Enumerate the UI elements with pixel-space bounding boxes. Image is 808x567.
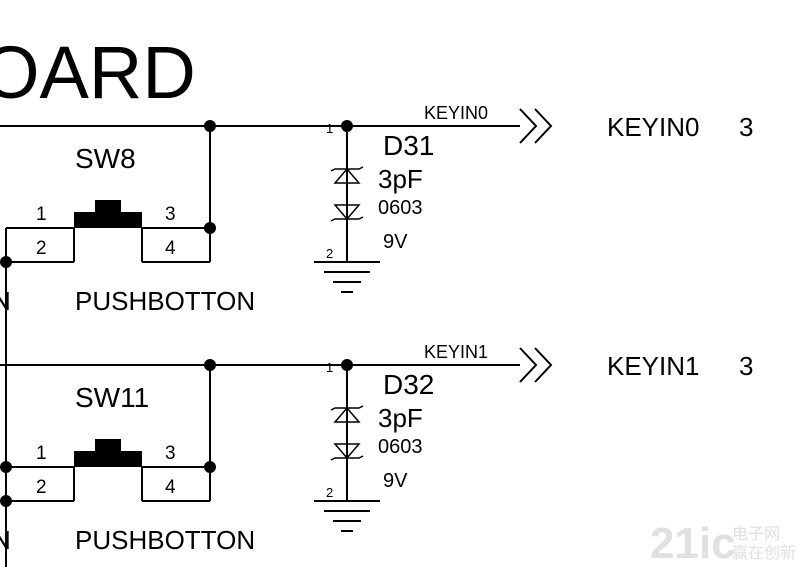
tvs-diode-lower [333, 204, 361, 221]
port-arrow-icon [519, 108, 538, 144]
port-sheet-number: 3 [739, 112, 753, 142]
diode-reference: D32 [383, 369, 434, 400]
tvs-diode-upper [333, 167, 361, 184]
diode-capacitance: 3pF [378, 403, 423, 433]
net-label: KEYIN0 [424, 103, 488, 123]
diode-package: 0603 [378, 436, 423, 458]
pin-label-4: 4 [165, 238, 176, 259]
pin-label-2: 2 [36, 238, 47, 259]
junction-dot [0, 461, 12, 473]
port-arrow-icon [519, 347, 538, 383]
diode-package: 0603 [378, 197, 423, 219]
diode-voltage: 9V [383, 231, 408, 253]
net-label: KEYIN1 [424, 342, 488, 362]
diode-reference: D31 [383, 130, 434, 161]
diode-capacitance: 3pF [378, 164, 423, 194]
junction-dot [0, 495, 12, 507]
switch-value: PUSHBOTTON [75, 525, 255, 555]
tvs-diode-bar [330, 216, 364, 222]
tvs-diode-bar [330, 455, 364, 461]
diode-pin-1: 1 [326, 360, 333, 375]
watermark-logo: 21ic 电子网 赢在创新 [650, 519, 796, 567]
junction-dot [0, 256, 12, 268]
port-arrow-icon [534, 347, 553, 383]
pushbutton-cap [95, 439, 121, 453]
circuit-keyin1: 1 2 3 4 SW11 PUSHBOTTON N 1 2 D32 3pF 06… [0, 342, 753, 555]
port-label: KEYIN0 [607, 112, 700, 142]
circuit-keyin0: 1 2 3 4 SW8 PUSHBOTTON N 1 2 D31 3pF 060… [0, 103, 753, 316]
switch-value: PUSHBOTTON [75, 286, 255, 316]
schematic-title: OARD [0, 31, 196, 114]
watermark-logo-text: 21ic [650, 519, 736, 567]
cut-off-label: N [0, 286, 11, 316]
pin-label-1: 1 [36, 204, 47, 225]
tvs-diode-bar [330, 405, 364, 411]
port-sheet-number: 3 [739, 351, 753, 381]
pin-label-2: 2 [36, 477, 47, 498]
port-arrow-icon [534, 108, 553, 144]
watermark-cn-bottom: 赢在创新 [732, 544, 796, 562]
switch-reference: SW11 [75, 382, 149, 413]
pin-label-3: 3 [165, 204, 176, 225]
diode-pin-2: 2 [326, 246, 333, 261]
switch-reference: SW8 [75, 143, 136, 174]
diode-pin-1: 1 [326, 121, 333, 136]
tvs-diode-lower [333, 443, 361, 460]
cut-off-label: N [0, 525, 11, 555]
diode-pin-2: 2 [326, 485, 333, 500]
port-label: KEYIN1 [607, 351, 700, 381]
pushbutton-body [74, 451, 142, 467]
pin-label-1: 1 [36, 443, 47, 464]
diode-voltage: 9V [383, 470, 408, 492]
tvs-diode-bar [330, 166, 364, 172]
watermark-cn-top: 电子网 [732, 525, 780, 543]
pushbutton-cap [95, 200, 121, 214]
tvs-diode-upper [333, 406, 361, 423]
pin-label-4: 4 [165, 477, 176, 498]
pin-label-3: 3 [165, 443, 176, 464]
pushbutton-body [74, 212, 142, 228]
